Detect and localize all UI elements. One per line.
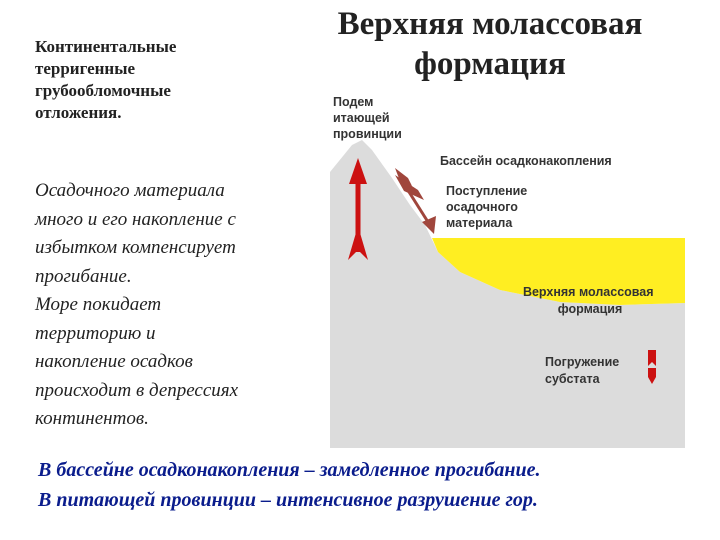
description-line: территорию и (35, 322, 156, 344)
description-line: Осадочного материала (35, 180, 225, 201)
description-line: прогибание. (35, 265, 132, 287)
description-line: Море покидает (35, 294, 162, 315)
subsidence-arrow (648, 350, 656, 384)
formation-label: Верхняя молассовая формация (523, 285, 657, 316)
description-line: накопление осадков (35, 351, 193, 372)
description-line: избытком компенсирует (35, 237, 236, 258)
page-title: Верхняя молассовая формация (300, 4, 680, 84)
uplift-label: Подем итающей провинции (333, 95, 402, 141)
description: Осадочного материала много и его накопле… (35, 177, 320, 434)
description-line: много и его накопление с (35, 208, 236, 230)
description-line: происходит в депрессиях (35, 379, 239, 401)
subsidence-label: Погружение субстата (545, 355, 623, 386)
supply-arrow (395, 168, 436, 234)
conclusion-line: В бассейне осадконакопления – замедленно… (38, 459, 541, 481)
title-line-2: формация (414, 46, 566, 82)
subtitle-line: терригенные (35, 59, 136, 78)
conclusion-line: В питающей провинции – интенсивное разру… (38, 489, 538, 511)
subtitle: Континентальные терригенные грубообломоч… (35, 36, 305, 124)
supply-label: Поступление осадочного материала (446, 184, 531, 230)
sediment-area (432, 238, 685, 305)
basin-label: Бассейн осадконакопления (440, 154, 612, 168)
uplift-arrow (348, 158, 368, 260)
subtitle-line: грубообломочные (35, 81, 171, 100)
land-area (330, 140, 685, 448)
subtitle-line: отложения. (35, 103, 122, 122)
subtitle-line: Континентальные (35, 37, 177, 56)
title-line-1: Верхняя молассовая (337, 6, 643, 42)
conclusion: В бассейне осадконакопления – замедленно… (38, 455, 708, 515)
description-line: континентов. (35, 408, 149, 429)
